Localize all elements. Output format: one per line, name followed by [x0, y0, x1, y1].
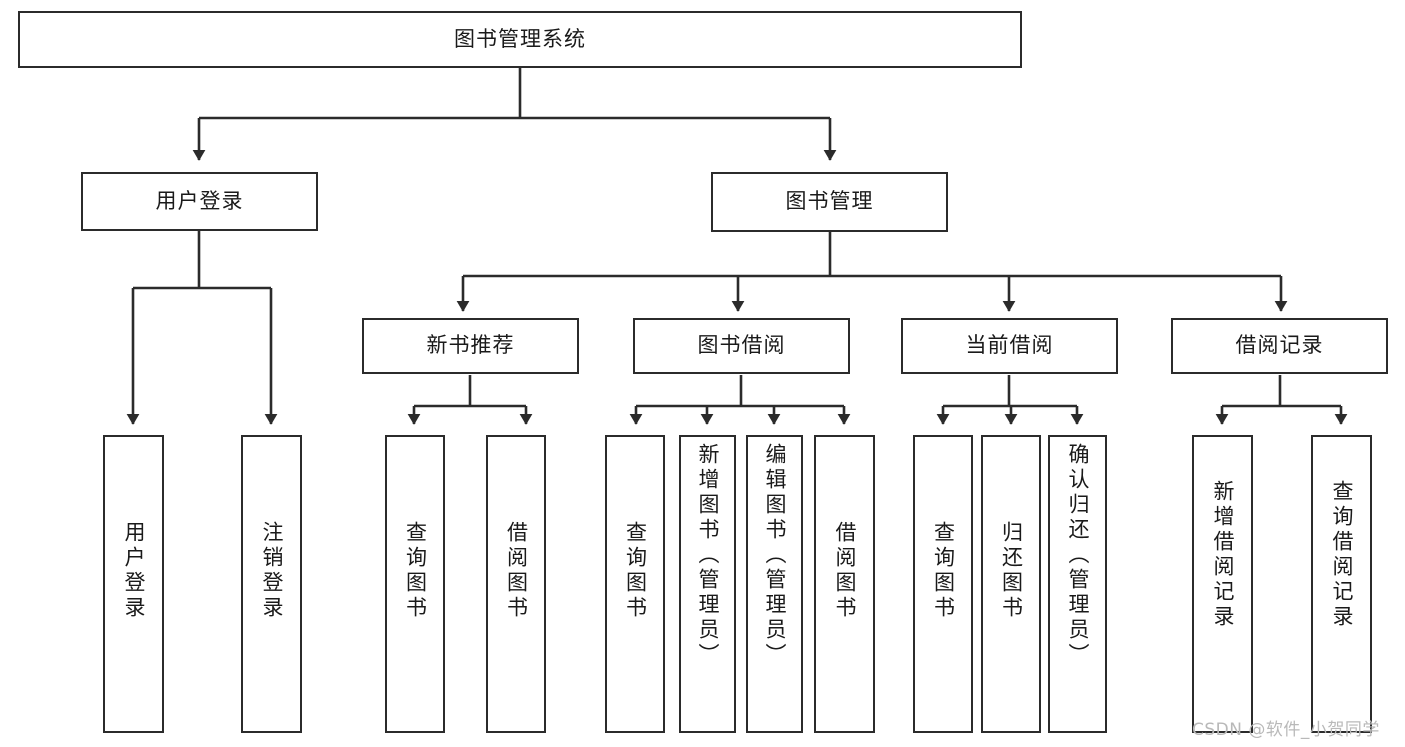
leaf-label: 注销登录: [260, 521, 284, 621]
leaf-borrow-record-query[interactable]: 查询借阅记录: [1311, 435, 1372, 733]
leaf-label: 归还图书: [999, 521, 1024, 621]
leaf-label: 确认归还（管理员）: [1066, 443, 1090, 668]
leaf-new-book-borrow[interactable]: 借阅图书: [486, 435, 546, 733]
node-root-label: 图书管理系统: [454, 26, 586, 51]
leaf-label: 借阅图书: [504, 521, 529, 621]
node-current-borrow[interactable]: 当前借阅: [901, 318, 1118, 374]
leaf-book-borrow-query[interactable]: 查询图书: [605, 435, 665, 733]
node-user-login-label: 用户登录: [155, 188, 244, 213]
leaf-book-borrow-borrow[interactable]: 借阅图书: [814, 435, 875, 733]
leaf-label: 查询图书: [931, 521, 956, 621]
leaf-book-borrow-edit[interactable]: 编辑图书（管理员）: [746, 435, 803, 733]
node-root[interactable]: 图书管理系统: [18, 11, 1022, 68]
leaf-new-book-query[interactable]: 查询图书: [385, 435, 445, 733]
node-current-borrow-label: 当前借阅: [965, 333, 1054, 358]
node-user-login[interactable]: 用户登录: [81, 172, 318, 231]
leaf-label: 新增图书（管理员）: [696, 443, 720, 668]
leaf-current-borrow-query[interactable]: 查询图书: [913, 435, 973, 733]
leaf-label: 编辑图书（管理员）: [763, 443, 787, 668]
node-book-management[interactable]: 图书管理: [711, 172, 948, 232]
leaf-label: 查询图书: [403, 521, 428, 621]
leaf-current-borrow-confirm[interactable]: 确认归还（管理员）: [1048, 435, 1107, 733]
leaf-label: 借阅图书: [833, 521, 857, 621]
node-book-borrow[interactable]: 图书借阅: [633, 318, 850, 374]
leaf-book-borrow-add[interactable]: 新增图书（管理员）: [679, 435, 736, 733]
node-book-borrow-label: 图书借阅: [697, 333, 786, 358]
leaf-user-login-logout[interactable]: 注销登录: [241, 435, 302, 733]
leaf-label: 用户登录: [122, 521, 146, 621]
node-book-management-label: 图书管理: [785, 189, 874, 214]
leaf-label: 查询借阅记录: [1330, 480, 1354, 630]
leaf-label: 新增借阅记录: [1211, 480, 1235, 630]
leaf-current-borrow-return[interactable]: 归还图书: [981, 435, 1041, 733]
leaf-user-login-login[interactable]: 用户登录: [103, 435, 164, 733]
leaf-borrow-record-add[interactable]: 新增借阅记录: [1192, 435, 1253, 733]
node-new-book-recommend-label: 新书推荐: [426, 333, 515, 358]
node-new-book-recommend[interactable]: 新书推荐: [362, 318, 579, 374]
node-borrow-record-label: 借阅记录: [1235, 333, 1324, 358]
leaf-label: 查询图书: [623, 521, 648, 621]
node-borrow-record[interactable]: 借阅记录: [1171, 318, 1388, 374]
